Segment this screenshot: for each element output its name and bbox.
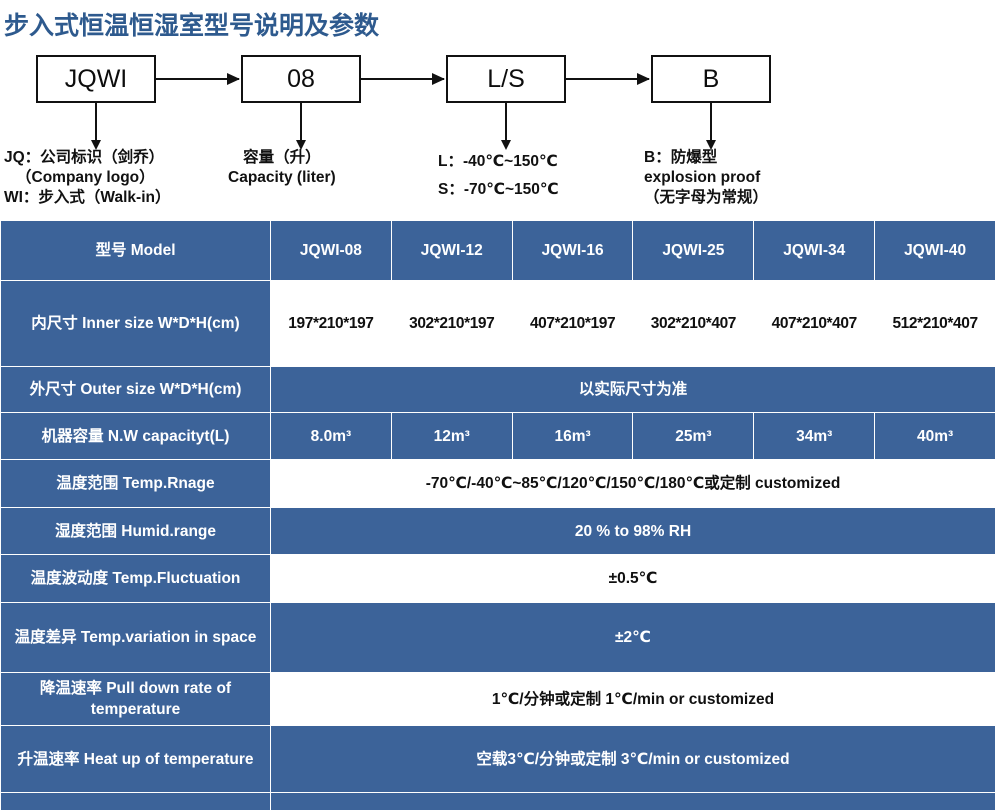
table-row: 机器容量 N.W capacityt(L) 8.0m³ 12m³ 16m³ 25…: [0, 412, 996, 460]
arrow-down-capacity: [296, 103, 305, 150]
note-line: Capacity (liter): [228, 169, 336, 186]
cell-capacity-2: 16m³: [511, 412, 634, 460]
table-row: 温度差异 Temp.variation in space ±2℃: [0, 602, 996, 673]
header-label-model: 型号 Model: [0, 220, 271, 281]
row-label-heat-up-rate: 升温速率 Heat up of temperature: [0, 725, 271, 793]
note-capacity-code: 容量（升） Capacity (liter): [228, 148, 336, 188]
note-company-code: JQ：公司标识（剑乔） （Company logo） WI：步入式（Walk-i…: [4, 148, 170, 208]
table-row: 温度波动度 Temp.Fluctuation ±0.5℃: [0, 554, 996, 603]
note-line: JQ：公司标识（剑乔）: [4, 149, 165, 166]
arrow-right-2: [361, 73, 445, 85]
page-title: 步入式恒温恒湿室型号说明及参数: [4, 12, 380, 40]
note-line: WI：步入式（Walk-in）: [4, 189, 171, 206]
cell-outer-size-value: 以实际尺寸为准: [270, 366, 996, 413]
row-label-pull-down-rate: 降温速率 Pull down rate of temperature: [0, 672, 271, 726]
cell-heat-up-rate-value: 空载3℃/分钟或定制 3℃/min or customized: [270, 725, 996, 793]
cell-humidity-range-value: 20 % to 98% RH: [270, 507, 996, 555]
cell-capacity-0: 8.0m³: [270, 412, 392, 460]
flow-box-explosion-code: B: [651, 55, 771, 103]
flow-box-company-code: JQWI: [36, 55, 156, 103]
header-model-4: JQWI-34: [753, 220, 876, 281]
table-header-row: 型号 Model JQWI-08 JQWI-12 JQWI-16 JQWI-25…: [0, 220, 996, 281]
specification-table: 型号 Model JQWI-08 JQWI-12 JQWI-16 JQWI-25…: [0, 220, 996, 810]
note-temp-range-code: L：-40℃~150℃ S：-70℃~150℃: [438, 148, 559, 204]
row-label-inner-size: 内尺寸 Inner size W*D*H(cm): [0, 280, 271, 367]
table-row: 外尺寸 Outer size W*D*H(cm) 以实际尺寸为准: [0, 366, 996, 413]
cell-inner-size-2: 407*210*197: [511, 280, 634, 367]
note-line: L：-40℃~150℃: [438, 153, 558, 170]
cell-pull-down-rate-value: 1℃/分钟或定制 1℃/min or customized: [270, 672, 996, 726]
cell-inner-size-4: 407*210*407: [753, 280, 876, 367]
arrow-down-company: [91, 103, 100, 150]
table-row: 内尺寸 Inner size W*D*H(cm) 197*210*197 302…: [0, 280, 996, 367]
flow-box-capacity-code: 08: [241, 55, 361, 103]
cell-capacity-4: 34m³: [753, 412, 876, 460]
row-label-outer-size: 外尺寸 Outer size W*D*H(cm): [0, 366, 271, 413]
table-row: 降温速率 Pull down rate of temperature 1℃/分钟…: [0, 672, 996, 726]
cell-inner-size-0: 197*210*197: [270, 280, 392, 367]
note-line: S：-70℃~150℃: [438, 181, 559, 198]
note-explosion-code: B：防爆型 explosion proof （无字母为常规）: [644, 148, 768, 208]
table-row: 升温速率 Heat up of temperature 空载3℃/分钟或定制 3…: [0, 725, 996, 793]
cell-temp-variation-value: ±2℃: [270, 602, 996, 673]
row-label-temp-fluctuation: 温度波动度 Temp.Fluctuation: [0, 554, 271, 603]
header-model-3: JQWI-25: [632, 220, 755, 281]
header-model-0: JQWI-08: [270, 220, 392, 281]
note-line: （Company logo）: [16, 169, 155, 186]
arrow-right-3: [566, 73, 650, 85]
note-line: B：防爆型: [644, 149, 718, 166]
arrow-down-temp-range: [501, 103, 510, 150]
table-row-truncated: [0, 792, 996, 810]
row-label-temp-variation: 温度差异 Temp.variation in space: [0, 602, 271, 673]
cell-temp-range-value: -70℃/-40℃~85℃/120℃/150℃/180℃或定制 customiz…: [270, 459, 996, 508]
cell-capacity-1: 12m³: [390, 412, 513, 460]
flow-box-temp-range-code: L/S: [446, 55, 566, 103]
cell-temp-fluctuation-value: ±0.5℃: [270, 554, 996, 603]
row-label-humidity-range: 湿度范围 Humid.range: [0, 507, 271, 555]
table-row: 湿度范围 Humid.range 20 % to 98% RH: [0, 507, 996, 555]
cell-capacity-5: 40m³: [874, 412, 996, 460]
arrow-right-1: [156, 73, 240, 85]
cell-capacity-3: 25m³: [632, 412, 755, 460]
cell-inner-size-1: 302*210*197: [390, 280, 513, 367]
arrow-down-explosion: [706, 103, 715, 150]
note-line: （无字母为常规）: [644, 189, 769, 206]
header-model-2: JQWI-16: [511, 220, 634, 281]
header-model-1: JQWI-12: [390, 220, 513, 281]
row-label-truncated: [0, 792, 271, 810]
header-model-5: JQWI-40: [874, 220, 996, 281]
note-line: explosion proof: [644, 169, 761, 186]
cell-truncated-value: [270, 792, 996, 810]
model-code-diagram: JQWI 08 L/S B JQ：公司标识（剑乔） （Company logo）…: [0, 44, 996, 220]
cell-inner-size-3: 302*210*407: [632, 280, 755, 367]
row-label-capacity: 机器容量 N.W capacityt(L): [0, 412, 271, 460]
table-row: 温度范围 Temp.Rnage -70℃/-40℃~85℃/120℃/150℃/…: [0, 459, 996, 508]
note-line: 容量（升）: [243, 149, 321, 166]
row-label-temp-range: 温度范围 Temp.Rnage: [0, 459, 271, 508]
cell-inner-size-5: 512*210*407: [874, 280, 996, 367]
